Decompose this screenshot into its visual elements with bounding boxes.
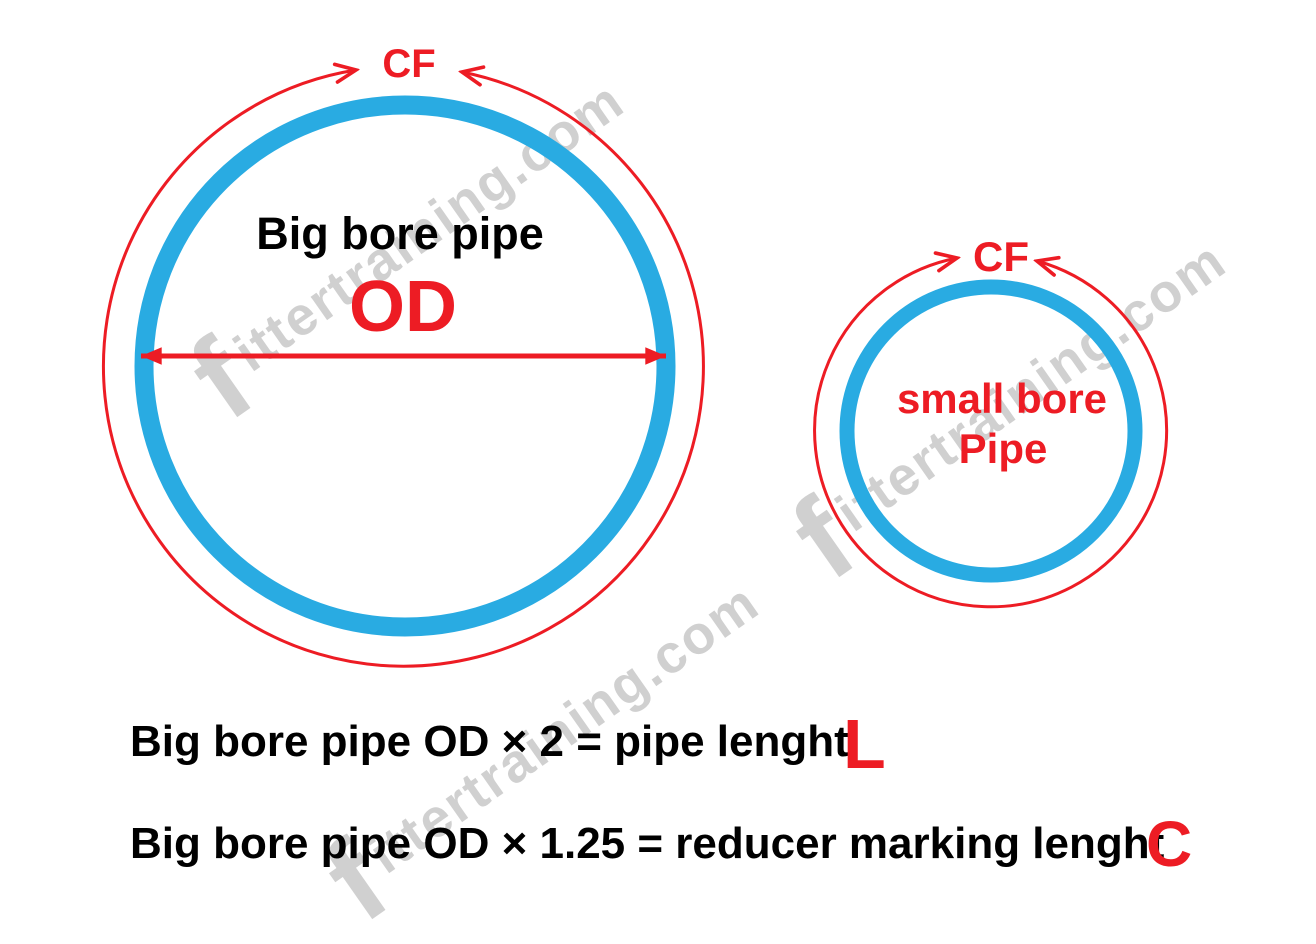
- big-pipe-name-label: Big bore pipe: [256, 208, 544, 259]
- big-pipe-od-label: OD: [349, 267, 457, 347]
- small-pipe-circumference-arc: [813, 258, 1169, 609]
- small-pipe-circle: [839, 279, 1143, 583]
- watermark-layer: f ittertraining.com f ittertraining.com …: [167, 70, 1237, 944]
- formula-symbol-c: C: [1146, 808, 1192, 880]
- small-pipe-name-line1: small bore: [897, 375, 1107, 422]
- small-pipe-cf-label: CF: [973, 233, 1029, 280]
- big-pipe-circle: [134, 95, 676, 637]
- big-pipe-diagram: CF Big bore pipe OD: [102, 42, 705, 668]
- big-pipe-circumference-arc: [102, 70, 705, 668]
- formula-line-2: Big bore pipe OD × 1.25 = reducer markin…: [130, 819, 1165, 868]
- formula-line-1: Big bore pipe OD × 2 = pipe lenght: [130, 717, 849, 766]
- formula-symbol-l: L: [843, 705, 886, 783]
- small-pipe-diagram: CF small bore Pipe: [813, 233, 1169, 609]
- formula-block: Big bore pipe OD × 2 = pipe lenght L Big…: [130, 705, 1192, 880]
- big-pipe-cf-label: CF: [382, 42, 435, 86]
- small-pipe-name-line2: Pipe: [959, 425, 1048, 472]
